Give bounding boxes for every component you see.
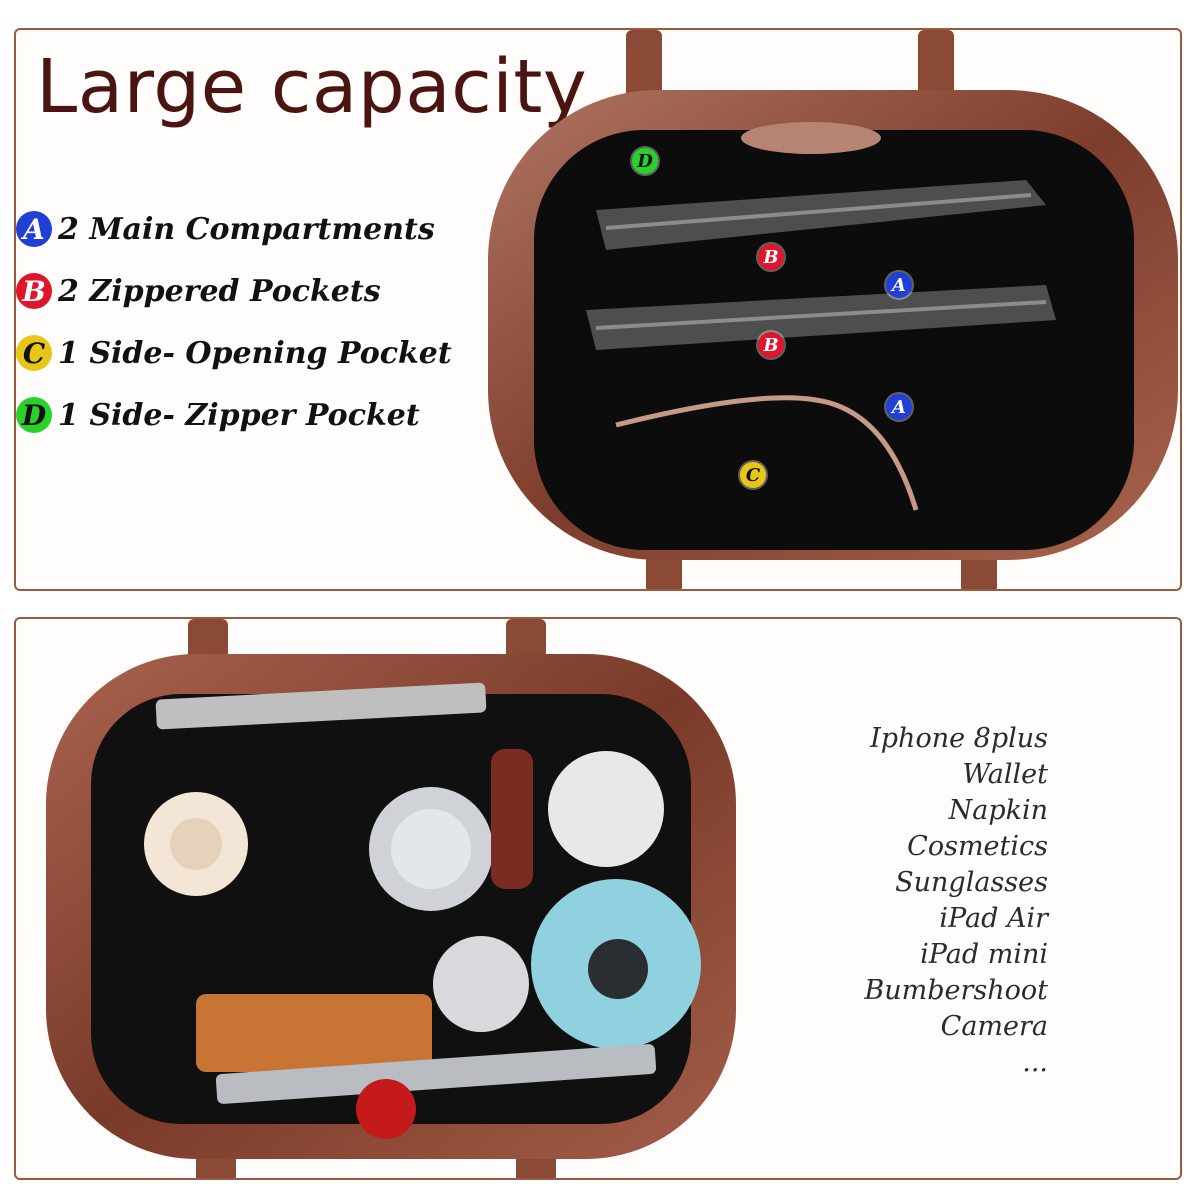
contents-list: Iphone 8plus Wallet Napkin Cosmetics Sun…	[864, 721, 1048, 1081]
compartment-legend: A 2 Main Compartments B 2 Zippered Pocke…	[16, 198, 452, 446]
list-item: Sunglasses	[895, 867, 1048, 898]
legend-label: 2 Main Compartments	[58, 211, 435, 247]
legend-badge-c: C	[16, 335, 52, 371]
watch-strap	[491, 749, 533, 889]
list-item: iPad mini	[920, 939, 1048, 970]
bumbershoot-handle	[588, 939, 648, 999]
legend-badge-a: A	[16, 211, 52, 247]
zipper-pocket	[596, 180, 1046, 250]
marker-c: C	[740, 462, 766, 488]
legend-badge-d: D	[16, 397, 52, 433]
legend-item-a: A 2 Main Compartments	[16, 198, 452, 260]
marker-d: D	[632, 148, 658, 174]
napkin-jar	[433, 936, 529, 1032]
cosmetics-jar	[548, 751, 664, 867]
ipad-mini	[215, 1044, 657, 1104]
red-object	[356, 1079, 416, 1139]
list-item: Bumbershoot	[864, 975, 1048, 1006]
legend-label: 2 Zippered Pockets	[58, 273, 381, 309]
zipper-pull-tab	[741, 122, 881, 154]
ipad-air	[155, 682, 487, 730]
legend-item-c: C 1 Side- Opening Pocket	[16, 322, 452, 384]
marker-b: B	[758, 332, 784, 358]
legend-badge-b: B	[16, 273, 52, 309]
empty-bag-illustration	[488, 30, 1178, 589]
marker-b: B	[758, 244, 784, 270]
zipper-line	[595, 300, 1047, 330]
wallet	[196, 994, 432, 1072]
list-item: Iphone 8plus	[870, 723, 1048, 754]
zipper-pocket	[586, 285, 1056, 350]
list-item: Cosmetics	[907, 831, 1048, 862]
filled-bag-illustration	[46, 619, 736, 1178]
legend-item-b: B 2 Zippered Pockets	[16, 260, 452, 322]
list-item: ...	[1022, 1047, 1048, 1078]
list-item: Camera	[940, 1011, 1048, 1042]
capacity-panel: Large capacity A 2 Main Compartments B 2…	[14, 28, 1182, 591]
side-pocket-edge	[615, 395, 919, 511]
handle-strap	[626, 30, 662, 100]
list-item: Wallet	[962, 759, 1048, 790]
list-item: Napkin	[948, 795, 1048, 826]
handle-strap	[918, 30, 954, 100]
legend-label: 1 Side- Zipper Pocket	[58, 397, 420, 433]
page-title: Large capacity	[36, 44, 588, 130]
zipper-line	[605, 193, 1032, 230]
marker-a: A	[886, 272, 912, 298]
marker-a: A	[886, 394, 912, 420]
rose-center	[170, 818, 222, 870]
camera-lens-cap	[391, 809, 471, 889]
legend-item-d: D 1 Side- Zipper Pocket	[16, 384, 452, 446]
legend-label: 1 Side- Opening Pocket	[58, 335, 452, 371]
list-item: iPad Air	[939, 903, 1048, 934]
contents-panel: Iphone 8plus Wallet Napkin Cosmetics Sun…	[14, 617, 1182, 1180]
